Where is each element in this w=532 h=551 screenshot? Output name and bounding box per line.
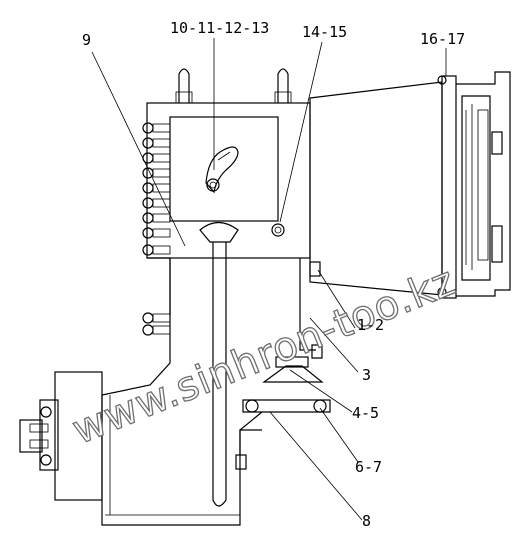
mount-bolt: [309, 261, 323, 359]
vertical-shaft: [199, 221, 239, 507]
watermark: www.sinhron-too.kz: [66, 258, 462, 454]
fitting: [142, 212, 171, 224]
label-8: 8: [362, 512, 371, 530]
left-flange: [19, 371, 103, 501]
fitting: [142, 182, 171, 194]
support-bracket: [235, 356, 331, 470]
fitting: [142, 227, 171, 239]
main-housing: [101, 68, 316, 526]
label-9: 9: [82, 31, 91, 49]
label-6-7: 6-7: [355, 458, 382, 476]
breather-plug: [271, 223, 285, 237]
label-14-15: 14-15: [302, 23, 347, 41]
label-1-2: 1-2: [357, 316, 384, 334]
fitting: [142, 324, 171, 336]
sight-gauge: [205, 146, 239, 194]
label-10-13: 10-11-12-13: [170, 19, 269, 37]
label-16-17: 16-17: [420, 30, 465, 48]
leader-lines: [91, 38, 447, 521]
fitting: [142, 122, 171, 134]
label-4-5: 4-5: [352, 404, 379, 422]
fitting: [142, 137, 171, 149]
fitting: [142, 197, 171, 209]
right-cover: [309, 71, 511, 299]
fitting: [142, 312, 171, 324]
fitting-stack: [142, 122, 171, 336]
label-3: 3: [362, 366, 371, 384]
fitting: [142, 244, 171, 256]
